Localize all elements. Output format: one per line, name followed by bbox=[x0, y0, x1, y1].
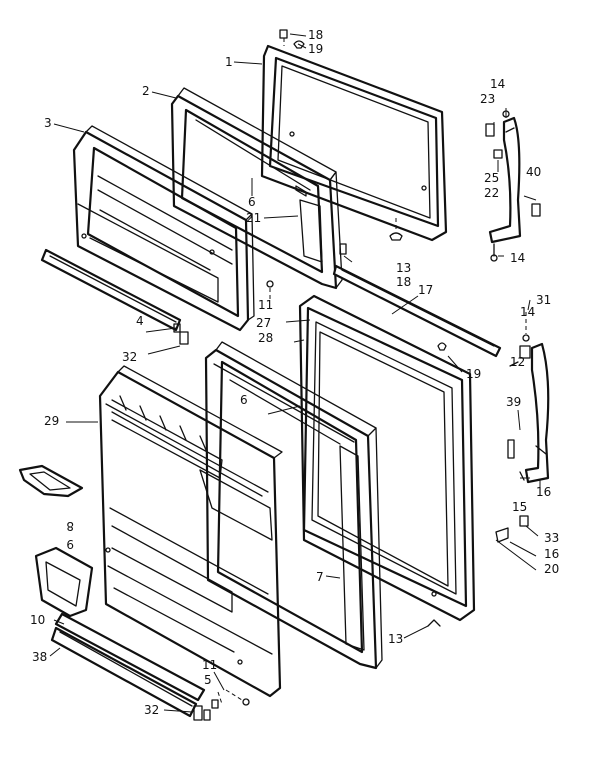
screws-13-18-middle bbox=[339, 218, 403, 255]
callout-19: 19 bbox=[308, 42, 323, 56]
callout-7: 7 bbox=[316, 570, 324, 584]
callout-21: 21 bbox=[246, 211, 261, 225]
breaker-strip-upper bbox=[40, 248, 182, 332]
callout-14: 14 bbox=[510, 251, 525, 265]
screw-18-top bbox=[279, 29, 288, 46]
callout-11: 11 bbox=[202, 658, 217, 672]
callout-6: 6 bbox=[248, 195, 256, 209]
callout-33: 33 bbox=[544, 531, 559, 545]
callout-labels: 18 19 1 2 3 6 21 13 18 14 23 25 22 40 14… bbox=[30, 28, 559, 717]
callout-3: 3 bbox=[44, 116, 52, 130]
callout-10: 10 bbox=[30, 613, 45, 627]
callout-17: 17 bbox=[418, 283, 433, 297]
fresh-food-door-liner bbox=[204, 341, 383, 670]
callout-12: 12 bbox=[510, 355, 525, 369]
callout-25: 25 bbox=[484, 171, 499, 185]
dairy-bin-8 bbox=[18, 464, 84, 498]
callout-32: 32 bbox=[144, 703, 159, 717]
callout-16: 16 bbox=[544, 547, 559, 561]
callout-23: 23 bbox=[480, 92, 495, 106]
center-divider-strip bbox=[332, 264, 502, 358]
callout-29: 29 bbox=[44, 414, 59, 428]
freezer-door-shelf-assembly bbox=[72, 125, 255, 332]
center-hinge-assembly bbox=[507, 312, 550, 484]
fresh-food-outer-door bbox=[298, 294, 476, 622]
leader-lines bbox=[49, 33, 541, 713]
callout-22: 22 bbox=[484, 186, 499, 200]
callout-31: 31 bbox=[536, 293, 551, 307]
callout-38: 38 bbox=[32, 650, 47, 664]
callout-14: 14 bbox=[520, 305, 535, 319]
callout-18: 18 bbox=[396, 275, 411, 289]
fresh-food-door-shelf-assembly bbox=[98, 365, 283, 698]
top-hinge-assembly bbox=[485, 110, 541, 262]
freezer-outer-door-panel bbox=[260, 44, 448, 242]
callout-28: 28 bbox=[258, 331, 273, 345]
callout-18: 18 bbox=[308, 28, 323, 42]
callout-5: 5 bbox=[204, 673, 212, 687]
callout-15: 15 bbox=[512, 500, 527, 514]
callout-27: 27 bbox=[256, 316, 271, 330]
callout-4: 4 bbox=[136, 314, 144, 328]
bottom-hinge-parts-33-16-20 bbox=[495, 515, 529, 543]
callout-16: 16 bbox=[536, 485, 551, 499]
callout-11: 11 bbox=[258, 298, 273, 312]
callout-14: 14 bbox=[490, 77, 505, 91]
hinge-32-lower bbox=[193, 699, 219, 721]
dairy-door-9 bbox=[34, 546, 94, 618]
callout-13: 13 bbox=[396, 261, 411, 275]
callout-32: 32 bbox=[122, 350, 137, 364]
callout-39: 39 bbox=[506, 395, 521, 409]
freezer-door-liner bbox=[170, 87, 343, 290]
callout-6: 6 bbox=[240, 393, 248, 407]
callout-40: 40 bbox=[526, 165, 541, 179]
callout-8: 8 bbox=[66, 519, 74, 533]
callout-13: 13 bbox=[388, 632, 403, 646]
screw-11-upper bbox=[266, 280, 274, 300]
callout-9: 9 bbox=[66, 537, 74, 551]
breaker-strip-lower bbox=[50, 612, 206, 718]
plug-19-top bbox=[293, 40, 305, 49]
screws-11-5-lower bbox=[217, 689, 250, 706]
callout-19: 19 bbox=[466, 367, 481, 381]
callout-1: 1 bbox=[225, 55, 233, 69]
callout-2: 2 bbox=[142, 84, 150, 98]
screw-13-lower bbox=[427, 619, 441, 627]
callout-20: 20 bbox=[544, 562, 559, 576]
